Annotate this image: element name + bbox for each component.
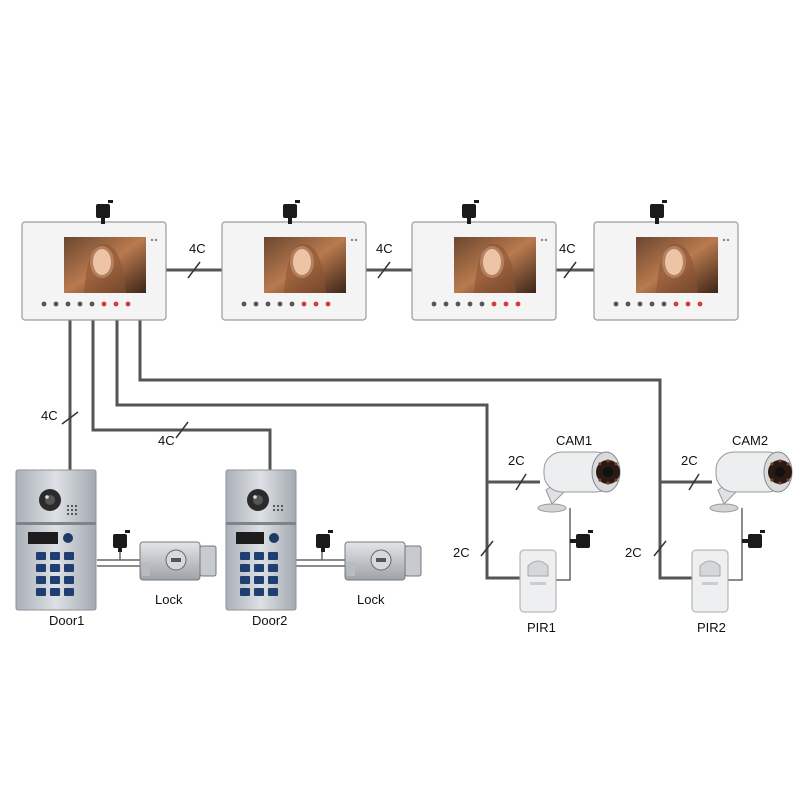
label-monitor-link-2: 4C: [376, 241, 393, 256]
monitor-buttons: [431, 301, 521, 307]
labels: 4C 4C 4C 4C 4C 2C 2C 2C 2C Door1 Door2 L…: [41, 241, 768, 635]
label-cam1: CAM1: [556, 433, 592, 448]
label-cam2: CAM2: [732, 433, 768, 448]
monitor-screen: [64, 237, 146, 293]
monitor-1: [21, 221, 167, 321]
wire-cam1: [115, 320, 540, 484]
label-monitor-link-1: 4C: [189, 241, 206, 256]
monitor-3: [411, 221, 557, 321]
electric-lock-2: [344, 541, 422, 581]
monitor-2: [221, 221, 367, 321]
pir-sensor-2: [691, 549, 729, 613]
label-lock1: Lock: [155, 592, 183, 607]
device-local-wires: [97, 508, 743, 581]
label-pir1: PIR1: [527, 620, 556, 635]
monitor-buttons: [41, 301, 131, 307]
label-lock2: Lock: [357, 592, 385, 607]
monitor-group: [21, 221, 739, 321]
pir-sensor-1: [519, 549, 557, 613]
label-door2: Door2: [252, 613, 287, 628]
keypad-icon: [36, 552, 74, 596]
monitor-buttons: [613, 301, 703, 307]
monitor-4: [593, 221, 739, 321]
power-adapter-icon: [96, 200, 765, 552]
electric-lock-1: [139, 541, 217, 581]
bullet-camera-1: [537, 451, 621, 513]
door-station-1: [15, 469, 97, 611]
wire-door2: [91, 320, 272, 470]
wire-pir1: [485, 482, 522, 580]
label-pir1-cable: 2C: [453, 545, 470, 560]
label-cam2-cable: 2C: [681, 453, 698, 468]
door-station-2: [225, 469, 297, 611]
monitor-screen: [264, 237, 346, 293]
label-door1-cable: 4C: [41, 408, 58, 423]
monitor-screen: [636, 237, 718, 293]
monitor-screen: [454, 237, 536, 293]
label-cam1-cable: 2C: [508, 453, 525, 468]
label-monitor-link-3: 4C: [559, 241, 576, 256]
label-pir2-cable: 2C: [625, 545, 642, 560]
monitor-buttons: [241, 301, 331, 307]
cable-slashes: [61, 261, 700, 557]
wire-pir2: [658, 482, 693, 580]
label-pir2: PIR2: [697, 620, 726, 635]
keypad-icon: [240, 552, 278, 596]
label-door1: Door1: [49, 613, 84, 628]
bullet-camera-2: [709, 451, 793, 513]
wire-cam2: [138, 320, 712, 484]
label-door2-cable: 4C: [158, 433, 175, 448]
